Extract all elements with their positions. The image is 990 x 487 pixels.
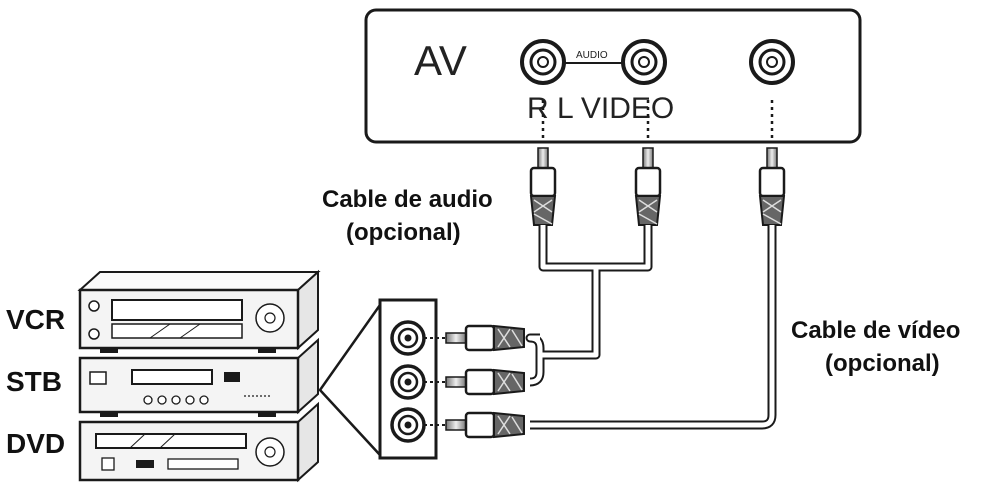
av-panel-title: AV [414, 37, 467, 84]
rca-plug-device-2 [445, 368, 525, 396]
device-jack-3[interactable] [390, 407, 426, 443]
device-jack-1[interactable] [390, 320, 426, 356]
stb-device [78, 337, 319, 417]
video-jack[interactable] [749, 39, 795, 85]
dvd-device [78, 401, 319, 483]
audio-cable-label-line1: Cable de audio [322, 186, 493, 213]
tv-av-panel: AV AUDIO R L VIDEO [364, 8, 862, 144]
rca-plug-device-1 [445, 324, 525, 352]
video-cable-label-line2: (opcional) [825, 350, 940, 377]
audio-cable-label-line2: (opcional) [346, 219, 461, 246]
rca-plug-audio-l [634, 147, 662, 226]
video-cable [530, 225, 777, 430]
device-jack-panel [318, 298, 446, 460]
rca-plug-audio-r [529, 147, 557, 226]
dvd-label: DVD [6, 428, 65, 459]
device-jack-2[interactable] [390, 364, 426, 400]
audio-r-jack[interactable] [520, 39, 566, 85]
audio-l-jack[interactable] [621, 39, 667, 85]
video-cable-label-line1: Cable de vídeo [791, 317, 960, 344]
vcr-label: VCR [6, 304, 65, 335]
vcr-device [77, 269, 321, 353]
jack-labels: R L VIDEO [527, 92, 674, 125]
rca-plug-device-3 [445, 411, 525, 439]
audio-cable [525, 225, 653, 387]
rca-plug-video [758, 147, 786, 226]
device-stack [77, 269, 321, 483]
stb-label: STB [6, 366, 62, 397]
audio-tag: AUDIO [576, 50, 608, 61]
